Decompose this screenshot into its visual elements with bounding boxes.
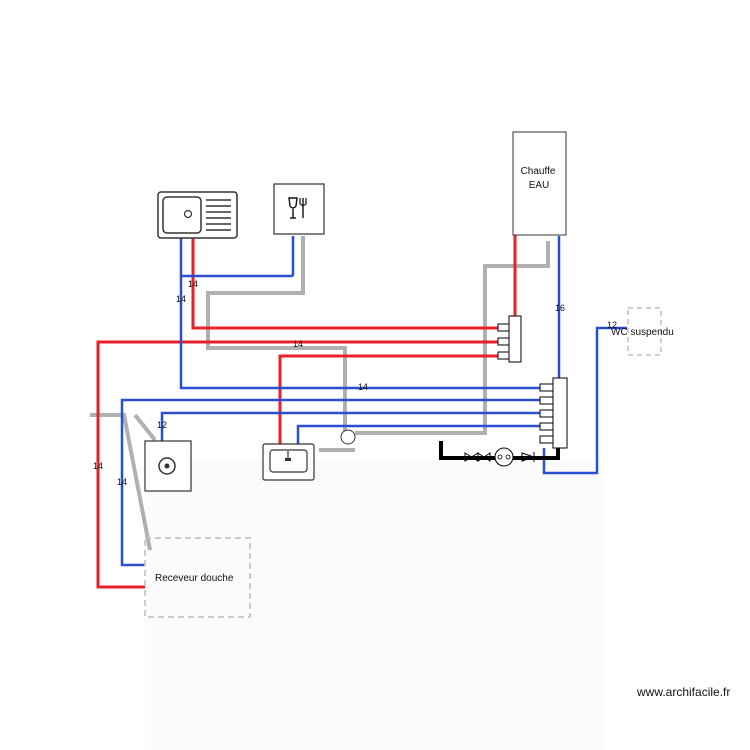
watermark: www.archifacile.fr [636,685,730,699]
drain-network [90,236,550,551]
cold-manifold [539,377,568,449]
wc-label: WC suspendu [611,327,674,338]
drain-pipe-washer [133,413,157,442]
washing-machine-icon[interactable] [144,440,192,492]
water-meter-icon [494,447,514,467]
shower-tray-icon[interactable] [144,537,251,618]
washbasin-icon[interactable] [262,443,315,481]
cold-pipe-washer [160,411,540,441]
hot-water-network [96,235,517,589]
hot-manifold [497,315,522,363]
cold-pipe-wc [542,326,627,475]
pipe-size-label: 12 [157,420,167,430]
drain-trap-icon [340,429,356,445]
valve-icon [477,452,491,462]
drain-pipe-shower [90,413,152,551]
pipe-size-label: 14 [188,279,198,289]
heater-label-line2: EAU [529,180,550,191]
pipe-size-label: 14 [117,477,127,487]
hot-pipe-kitchen-sink [191,238,498,330]
pipe-size-label: 14 [358,382,368,392]
water-heater-icon[interactable] [512,131,567,236]
kitchen-sink-icon[interactable] [157,191,238,239]
wc-suspended-icon[interactable] [627,307,662,356]
cold-pipe-shower [120,398,540,567]
heater-label-line1: Chauffe [521,166,556,177]
cold-water-network [120,236,627,567]
pipe-size-label: 12 [607,320,617,330]
pipe-size-label: 14 [293,339,303,349]
check-valve-icon [521,452,536,462]
pipe-size-label: 14 [176,294,186,304]
drain-pipe-dishwasher [206,236,347,437]
hot-pipe-shower [96,340,498,589]
cold-pipe-kitchen-sink [179,238,540,390]
drain-pipe-heater [355,241,550,435]
pipe-size-label: 14 [93,461,103,471]
dishwasher-icon[interactable] [273,183,325,235]
cold-pipe-washbasin [296,424,540,444]
pipe-size-label: 16 [555,303,565,313]
floor-area [145,460,605,750]
shower-label: Receveur douche [155,573,234,584]
hot-pipe-washbasin [278,354,498,444]
